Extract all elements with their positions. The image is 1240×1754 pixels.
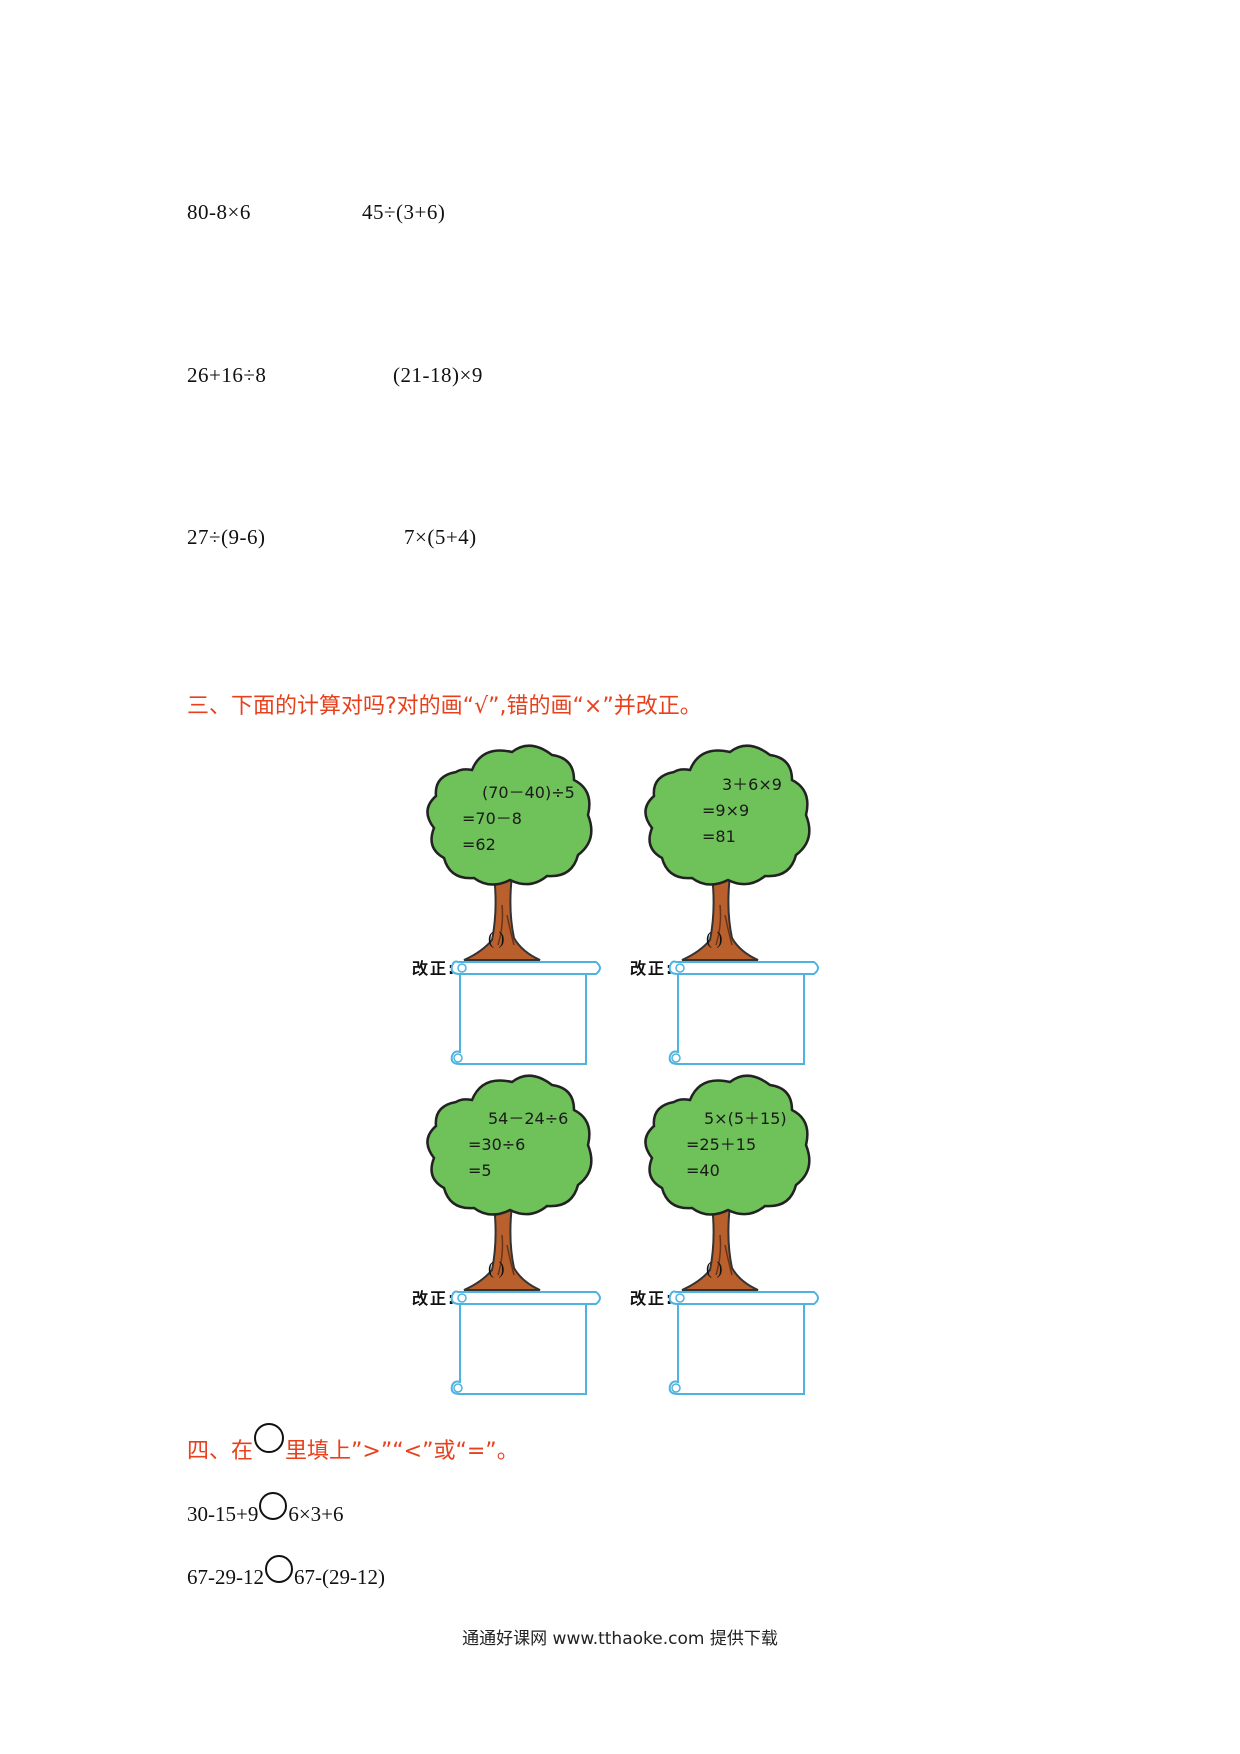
tree-3-line-2: =30÷6	[468, 1135, 526, 1154]
compare-row-2: 67-29-12 67-(29-12)	[187, 1555, 385, 1591]
tree-4-line-2: =25＋15	[686, 1135, 757, 1154]
tree-2-line-1: 3＋6×9	[722, 775, 782, 794]
expression-3: 26+16÷8	[187, 363, 267, 387]
tree-3-line-3: =5	[468, 1161, 492, 1180]
expression-6: 7×(5+4)	[404, 525, 477, 549]
correction-scroll-box-3[interactable]	[446, 1282, 606, 1400]
answer-paren-1[interactable]: ( )	[488, 928, 505, 948]
correction-label-4: 改正:	[630, 1289, 675, 1308]
tree-3-line-1: 54－24÷6	[488, 1109, 569, 1128]
compare-circle-2[interactable]	[265, 1555, 293, 1583]
compare-circle-1[interactable]	[259, 1492, 288, 1520]
expression-1: 80-8×6	[187, 200, 251, 224]
correction-label-1: 改正:	[412, 959, 457, 978]
expression-5: 27÷(9-6)	[187, 525, 266, 549]
tree-2-line-2: =9×9	[702, 801, 750, 820]
tree-card-2: 3＋6×9 =9×9 =81	[630, 740, 850, 1070]
tree-card-1: (70－40)÷5 =70－8 =62	[412, 740, 632, 1070]
tree-card-3: 54－24÷6 =30÷6 =5	[412, 1070, 632, 1400]
tree-1-line-1: (70－40)÷5	[482, 783, 575, 802]
correction-label-2: 改正:	[630, 959, 675, 978]
footer-text: 通通好课网 www.tthaoke.com 提供下载	[462, 1629, 778, 1649]
compare-row-1-left: 30-15+9	[187, 1501, 259, 1526]
answer-paren-2[interactable]: ( )	[706, 928, 723, 948]
section-3-heading: 三、下面的计算对吗?对的画“√”,错的画“×”并改正。	[187, 694, 702, 719]
correction-scroll-box-1[interactable]	[446, 952, 606, 1070]
tree-1-line-2: =70－8	[462, 809, 522, 828]
answer-paren-4[interactable]: ( )	[706, 1258, 723, 1278]
tree-2-line-3: =81	[702, 827, 736, 846]
tree-1-line-3: =62	[462, 835, 496, 854]
tree-4-line-1: 5×(5＋15)	[704, 1109, 787, 1128]
circle-icon	[254, 1423, 285, 1453]
compare-row-1-right: 6×3+6	[288, 1501, 344, 1526]
expression-2: 45÷(3+6)	[362, 200, 446, 224]
compare-row-2-right: 67-(29-12)	[294, 1564, 385, 1589]
expression-4: (21-18)×9	[393, 363, 483, 387]
correction-scroll-box-4[interactable]	[664, 1282, 824, 1400]
compare-row-1: 30-15+9 6×3+6	[187, 1492, 344, 1528]
correction-label-3: 改正:	[412, 1289, 457, 1308]
compare-row-2-left: 67-29-12	[187, 1564, 264, 1589]
section-4-heading-after: 里填上”>”“<”或“=”。	[285, 1439, 519, 1464]
answer-paren-3[interactable]: ( )	[488, 1258, 505, 1278]
section-4-heading-before: 四、在	[187, 1439, 254, 1464]
tree-4-line-3: =40	[686, 1161, 720, 1180]
tree-card-4: 5×(5＋15) =25＋15 =40	[630, 1070, 850, 1400]
section-4-heading: 四、在 里填上”>”“<”或“=”。	[187, 1423, 519, 1465]
correction-scroll-box-2[interactable]	[664, 952, 824, 1070]
